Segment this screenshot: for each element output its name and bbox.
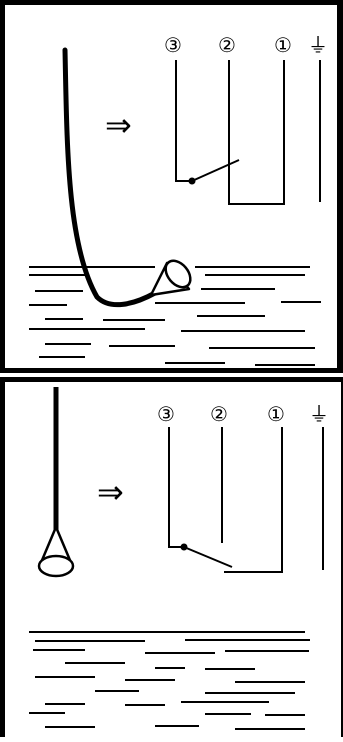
switch-wiring	[168, 427, 324, 573]
switch-wiring	[175, 60, 321, 205]
ground-icon: ⏚	[308, 33, 328, 57]
terminal-1-label: ①	[267, 402, 285, 426]
switch-pivot	[180, 543, 188, 551]
liquid-surface	[29, 266, 321, 366]
ground-icon: ⏚	[309, 402, 329, 426]
switch-pivot	[188, 177, 196, 185]
liquid-surface	[29, 631, 310, 730]
float-switch-icon	[149, 259, 192, 297]
terminal-3-label: ③	[157, 402, 175, 426]
diagram-panel-top: ⇒ ③ ② ① ⏚	[0, 0, 343, 373]
terminal-3-label: ③	[164, 33, 182, 57]
arrow-icon: ⇒	[97, 473, 124, 511]
diagram-canvas-bottom: ⇒ ③ ② ① ⏚	[29, 387, 329, 730]
diagram-canvas-top: ⇒ ③ ② ① ⏚	[29, 33, 328, 366]
diagram-panel-bottom: ⇒ ③ ② ① ⏚	[0, 377, 343, 737]
terminal-2-label: ②	[210, 402, 228, 426]
arrow-icon: ⇒	[105, 106, 132, 144]
terminal-2-label: ②	[218, 33, 236, 57]
float-switch-icon	[37, 525, 75, 578]
terminal-1-label: ①	[274, 33, 292, 57]
float-cable	[62, 47, 158, 308]
